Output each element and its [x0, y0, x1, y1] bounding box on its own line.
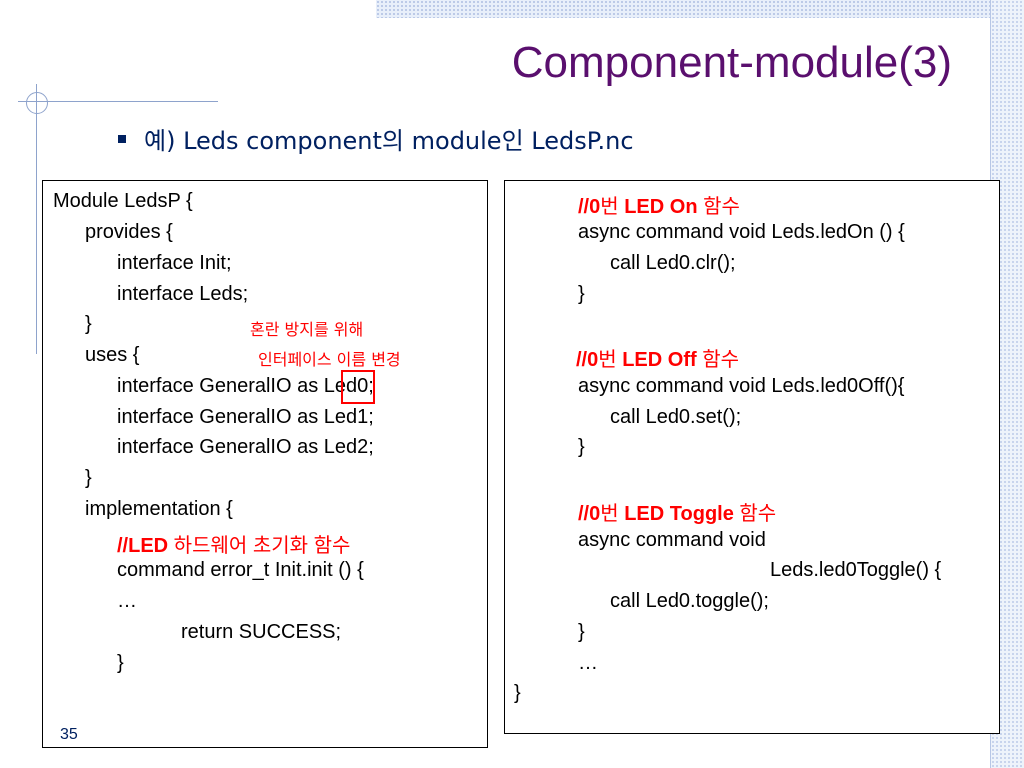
code-line: provides { — [85, 221, 173, 243]
code-line: } — [514, 682, 521, 704]
code-line: call Led0.toggle(); — [610, 590, 769, 612]
code-line: } — [85, 313, 92, 335]
left-code-box — [42, 180, 488, 748]
code-line: … — [117, 590, 137, 612]
code-line: interface Init; — [117, 252, 232, 274]
slide-title: Component-module(3) — [511, 38, 952, 87]
code-line: } — [117, 652, 124, 674]
code-comment-led-toggle: //0번 LED Toggle 함수 — [578, 503, 777, 525]
code-line: async command void — [578, 529, 766, 551]
code-line: interface GeneralIO as Led1; — [117, 406, 374, 428]
bullet-item: 예) Leds component의 module인 LedsP.nc — [118, 121, 634, 156]
code-line: } — [85, 467, 92, 489]
code-comment-led-init: //LED 하드웨어 초기화 함수 — [117, 529, 350, 558]
code-comment-led-on: //0번 LED On 함수 — [578, 196, 740, 218]
code-line: return SUCCESS; — [181, 621, 342, 643]
decor-horizontal-line — [18, 101, 218, 102]
slide-number: 35 — [60, 726, 78, 743]
code-line: call Led0.clr(); — [610, 252, 736, 274]
code-line: call Led0.set(); — [610, 406, 742, 428]
comment-text: 하드웨어 초기화 함수 — [168, 535, 351, 557]
code-line: async command void Leds.ledOn () { — [578, 221, 905, 243]
decor-circle — [26, 92, 48, 114]
code-line: async command void Leds.led0Off(){ — [578, 375, 905, 397]
code-line: interface Leds; — [117, 283, 249, 305]
code-line: } — [578, 436, 585, 458]
top-decorative-band — [376, 0, 1024, 18]
decor-vertical-line — [36, 84, 37, 354]
code-line: … — [578, 652, 598, 674]
code-line: command error_t Init.init () { — [117, 559, 364, 581]
code-line: Leds.led0Toggle() { — [770, 559, 942, 581]
code-comment-led-off: //0번 LED Off 함수 — [576, 349, 740, 371]
code-line: interface GeneralIO as Led2; — [117, 436, 374, 458]
code-line: } — [578, 283, 585, 305]
code-line: uses { — [85, 344, 140, 366]
comment-prefix: //LED — [117, 535, 169, 557]
as-highlight-box — [341, 370, 375, 404]
annotation-line-2: 인터페이스 이름 변경 — [258, 350, 401, 369]
right-code-box — [504, 180, 1000, 734]
bullet-text: 예) Leds component의 module인 LedsP.nc — [144, 127, 634, 155]
code-line: } — [578, 621, 585, 643]
code-line: implementation { — [85, 498, 233, 520]
code-line: interface GeneralIO as Led0; — [117, 375, 374, 397]
bullet-square-icon — [118, 135, 126, 143]
annotation-line-1: 혼란 방지를 위해 — [250, 320, 364, 339]
code-line: Module LedsP { — [53, 190, 193, 212]
